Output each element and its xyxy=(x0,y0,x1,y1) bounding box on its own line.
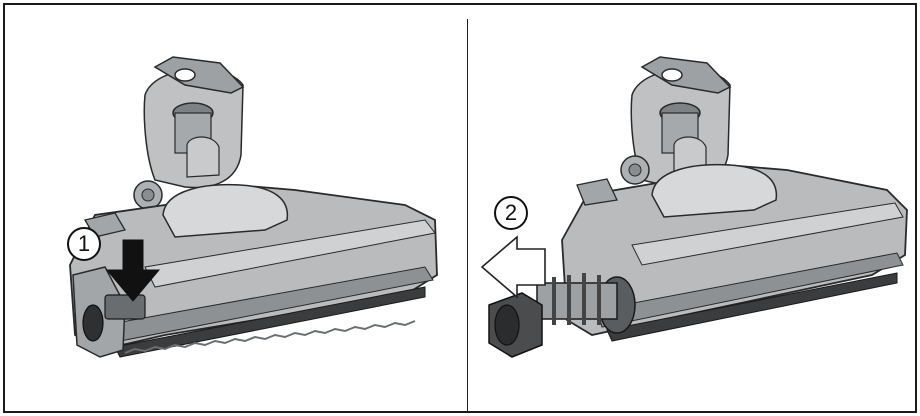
callout-step-1: 1 xyxy=(67,227,101,261)
brush-body xyxy=(69,183,438,358)
brush-body xyxy=(561,163,908,342)
callout-step-2: 2 xyxy=(494,196,528,230)
callout-step-1-label: 1 xyxy=(77,231,91,256)
neck-part xyxy=(620,56,732,189)
panel-step-2: 2 xyxy=(467,5,917,411)
brush-roller xyxy=(488,273,618,358)
panel-divider xyxy=(467,19,468,411)
brush-head-illustration-right xyxy=(480,56,908,358)
arrow-left-outline-icon xyxy=(480,235,546,299)
panel-step-1: 1 xyxy=(5,5,465,411)
brush-head-illustration-left xyxy=(69,56,438,358)
neck-part xyxy=(133,56,245,210)
diagram-frame: 1 xyxy=(3,3,917,413)
arrow-down-icon xyxy=(105,239,161,302)
callout-step-2-label: 2 xyxy=(504,200,518,225)
